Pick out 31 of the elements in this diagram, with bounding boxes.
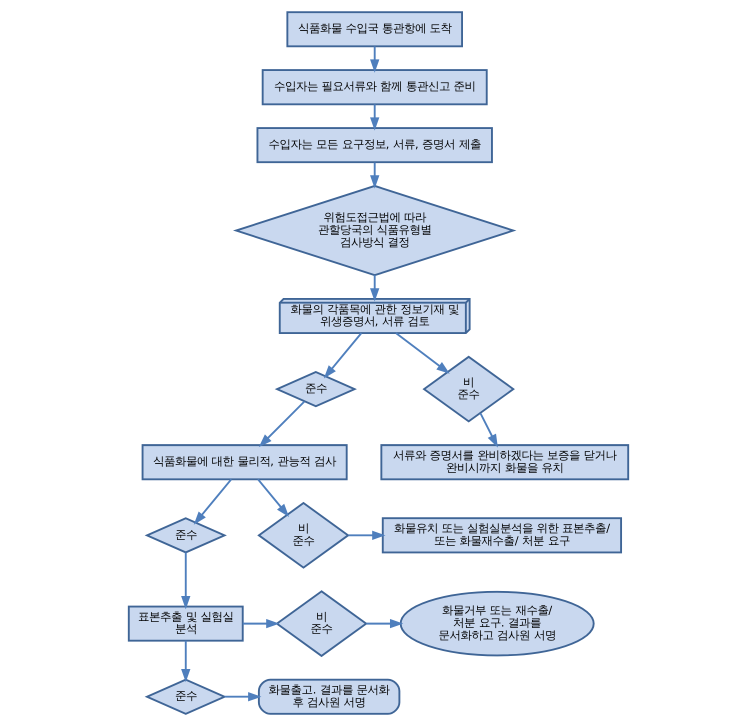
node-box: 식품화물 수입국 통관항에 도착 [286,11,462,48]
arrow [370,104,379,131]
node-diamond: 준수 [274,370,356,408]
arrow [370,162,379,189]
node-box: 수입자는 필요서류와 함께 통관신고 준비 [261,69,488,106]
node-diamond: 비 준수 [274,590,368,658]
node-diamond: 준수 [144,517,226,554]
node-box: 화물출고. 결과를 문서화 후 검사원 서명 [257,678,400,715]
node-ellipse: 화물거부 또는 재수출/ 처분 요구. 결과를 문서화하고 검사원 서명 [399,590,594,656]
node-box: 수입자는 모든 요구정보, 서류, 증명서 제출 [256,127,492,164]
arrow [394,332,450,374]
node-diamond: 준수 [144,678,226,715]
node-diamond: 비 준수 [422,356,514,423]
node-box: 서류와 증명서를 완비하겠다는 보증을 닫거나 완비시까지 화물을 유치 [380,444,629,480]
arrow [323,332,362,378]
arrow [370,46,379,73]
arrow [366,618,403,628]
arrow [242,618,279,628]
arrow [479,412,498,448]
arrow [224,692,261,702]
arrow [256,478,289,517]
node-box: 표본추출 및 실험실 분석 [127,606,244,642]
node-box: 화물유치 또는 실험실분석을 위한 표본추출/ 또는 화물재수출/ 처분 요구 [381,517,622,554]
node-diamond: 위험도접근법에 따라 관할당국의 식품유형별 검사방식 결정 [232,184,516,276]
arrow [348,530,385,540]
node-box: 식품화물에 대한 물리적, 관능적 검사 [141,444,348,480]
arrow [193,478,232,525]
arrow [258,400,305,448]
arrow [180,552,190,610]
arrow [370,275,379,302]
arrow [180,640,190,682]
